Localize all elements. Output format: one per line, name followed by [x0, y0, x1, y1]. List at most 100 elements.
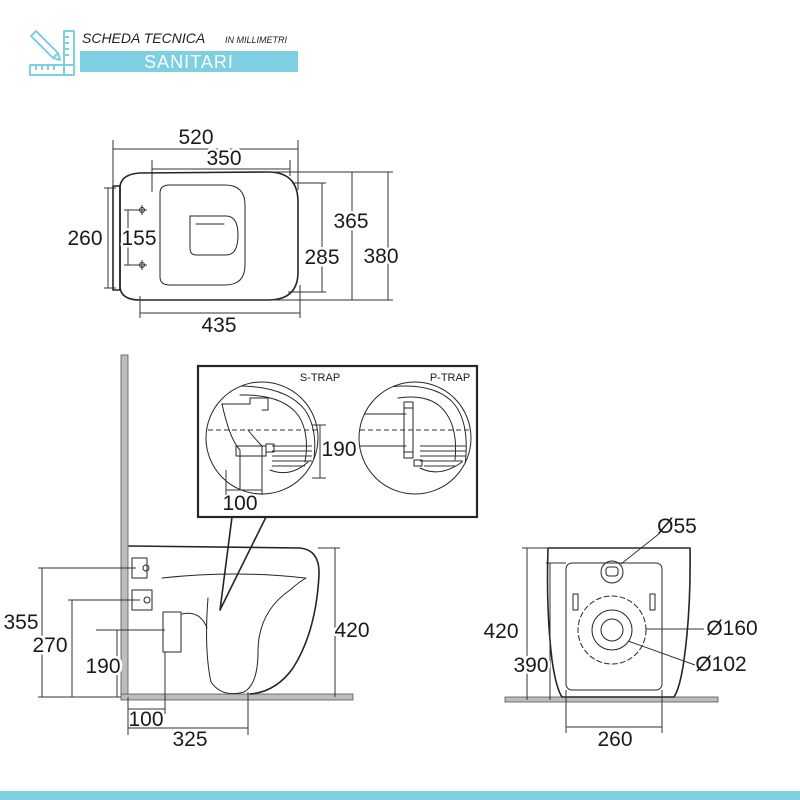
- s-trap-water-hatch: [272, 445, 312, 467]
- back-plate: [112, 185, 121, 291]
- s-trap-elbow-inner: [247, 429, 263, 494]
- pencil-ruler-icon: [29, 30, 75, 76]
- header: SCHEDA TECNICA IN MILLIMETRI SANITARI: [29, 30, 298, 76]
- fixing-markers: [137, 205, 147, 270]
- dimension-label-190-detail: 190: [321, 438, 356, 461]
- dimension-label-100-side: 100: [128, 708, 163, 731]
- dimension-line-100-detail: [225, 470, 263, 495]
- trapway-curve: [206, 577, 307, 695]
- dimension-line-520: [112, 140, 299, 190]
- leader-inlet: [620, 532, 661, 565]
- dimension-label-260: 260: [67, 227, 102, 250]
- dimension-label-355: 355: [3, 611, 38, 634]
- ruler-ticks: [35, 36, 69, 70]
- dimension-line-350: [151, 160, 291, 192]
- dimension-label-190-side: 190: [85, 655, 120, 678]
- dimension-label-520: 520: [178, 126, 213, 149]
- fixing-slot-right: [649, 593, 656, 611]
- dimension-label-435: 435: [201, 314, 236, 337]
- dimension-line-285: [288, 182, 326, 293]
- dimension-label-390: 390: [513, 654, 548, 677]
- s-trap-elbow-outer: [221, 403, 241, 494]
- top-view: 520 350 380 365 285 260 155 435: [67, 126, 401, 337]
- water-inlet-circle: [600, 560, 624, 584]
- bowl-outline-plan: [119, 171, 299, 301]
- p-trap-detail-circle: [358, 381, 472, 495]
- p-trap-fitting: [413, 459, 423, 467]
- s-trap-bowl-inner: [239, 394, 307, 463]
- fixing-bracket-hole: [143, 596, 151, 604]
- detail-frame: [196, 364, 479, 519]
- toilet-side-outline: [128, 545, 320, 695]
- dimension-line-100-side: [127, 652, 166, 735]
- rear-recess-panel: [565, 562, 663, 691]
- inlet-connector-hole: [142, 564, 150, 572]
- horizontal-ruler-shape: [29, 64, 75, 76]
- dimension-label-100-detail: 100: [222, 492, 257, 515]
- p-trap-water-bottom: [419, 461, 463, 473]
- water-inlet-fitting: [605, 566, 619, 577]
- trapway-back-line: [181, 612, 208, 629]
- leader-outlet-inner: [627, 640, 696, 666]
- diameter-label-outlet-inner: Ø102: [695, 653, 746, 676]
- seat-inner-outline: [159, 184, 246, 286]
- dimension-label-155: 155: [121, 227, 156, 250]
- dimension-line-325: [128, 692, 249, 735]
- unit-note: IN MILLIMETRI: [225, 35, 288, 45]
- p-trap-bolt-top: [403, 401, 414, 409]
- detail-callout-pointer: [219, 516, 267, 611]
- pencil-shape: [30, 30, 61, 61]
- dimension-line-435: [139, 285, 301, 318]
- s-trap-label: S-TRAP: [300, 372, 340, 384]
- outlet-inner-circle: [591, 609, 633, 651]
- sheet-title: SCHEDA TECNICA: [82, 30, 205, 46]
- category-label: SANITARI: [144, 52, 234, 72]
- dimension-line-420-side: [318, 547, 340, 697]
- s-trap-fitting: [265, 443, 275, 453]
- p-trap-pipe: [359, 413, 407, 447]
- toilet-rear-outline: [546, 547, 691, 698]
- dimension-label-350: 350: [206, 147, 241, 170]
- dimension-label-270: 270: [32, 634, 67, 657]
- dimension-line-420-rear: [522, 547, 548, 700]
- dimension-line-260: [104, 187, 116, 289]
- outlet-outer-circle: [577, 595, 647, 665]
- s-trap-water-bottom: [269, 461, 309, 474]
- trap-detail: S-TRAP P-TRAP 190 100: [196, 364, 479, 611]
- p-trap-bowl-inner: [397, 396, 457, 461]
- footer-accent-bar: [0, 791, 800, 800]
- s-trap-drawing: [208, 385, 318, 494]
- outlet-core-circle: [600, 618, 624, 642]
- p-trap-drawing: [359, 385, 470, 473]
- dimension-line-155: [124, 209, 138, 266]
- category-band: [80, 51, 298, 72]
- dimension-label-380: 380: [363, 245, 398, 268]
- diameter-label-inlet: Ø55: [657, 515, 697, 538]
- bowl-opening: [189, 215, 239, 256]
- p-trap-bowl-outer: [379, 385, 467, 466]
- dimension-label-325: 325: [172, 728, 207, 751]
- wall: [120, 354, 129, 696]
- dimension-label-420-rear: 420: [483, 620, 518, 643]
- diameter-label-outlet-outer: Ø160: [706, 617, 757, 640]
- dimension-label-260-rear: 260: [597, 728, 632, 751]
- rear-view: Ø55 Ø160 Ø102 420 390 260: [483, 515, 757, 754]
- fixing-crosshairs: [137, 205, 147, 270]
- dimension-line-390: [546, 562, 566, 700]
- dimension-line-260-rear: [565, 690, 663, 733]
- fixing-slot-left: [572, 593, 579, 611]
- dimension-label-420-side: 420: [334, 619, 369, 642]
- p-trap-water-hatch: [420, 445, 466, 467]
- s-trap-flange: [221, 397, 269, 411]
- rim-line: [161, 573, 306, 579]
- floor-side: [120, 693, 354, 701]
- dimension-line-380: [272, 171, 393, 301]
- s-trap-bowl-outer: [227, 385, 316, 471]
- p-trap-label: P-TRAP: [430, 372, 470, 384]
- p-trap-bolt-bottom: [403, 451, 414, 459]
- side-extension-lines: [38, 567, 165, 698]
- dimension-label-365: 365: [333, 210, 368, 233]
- side-view: 355 270 190 420 100 325: [1, 354, 372, 754]
- pencil-tip-line: [52, 52, 59, 59]
